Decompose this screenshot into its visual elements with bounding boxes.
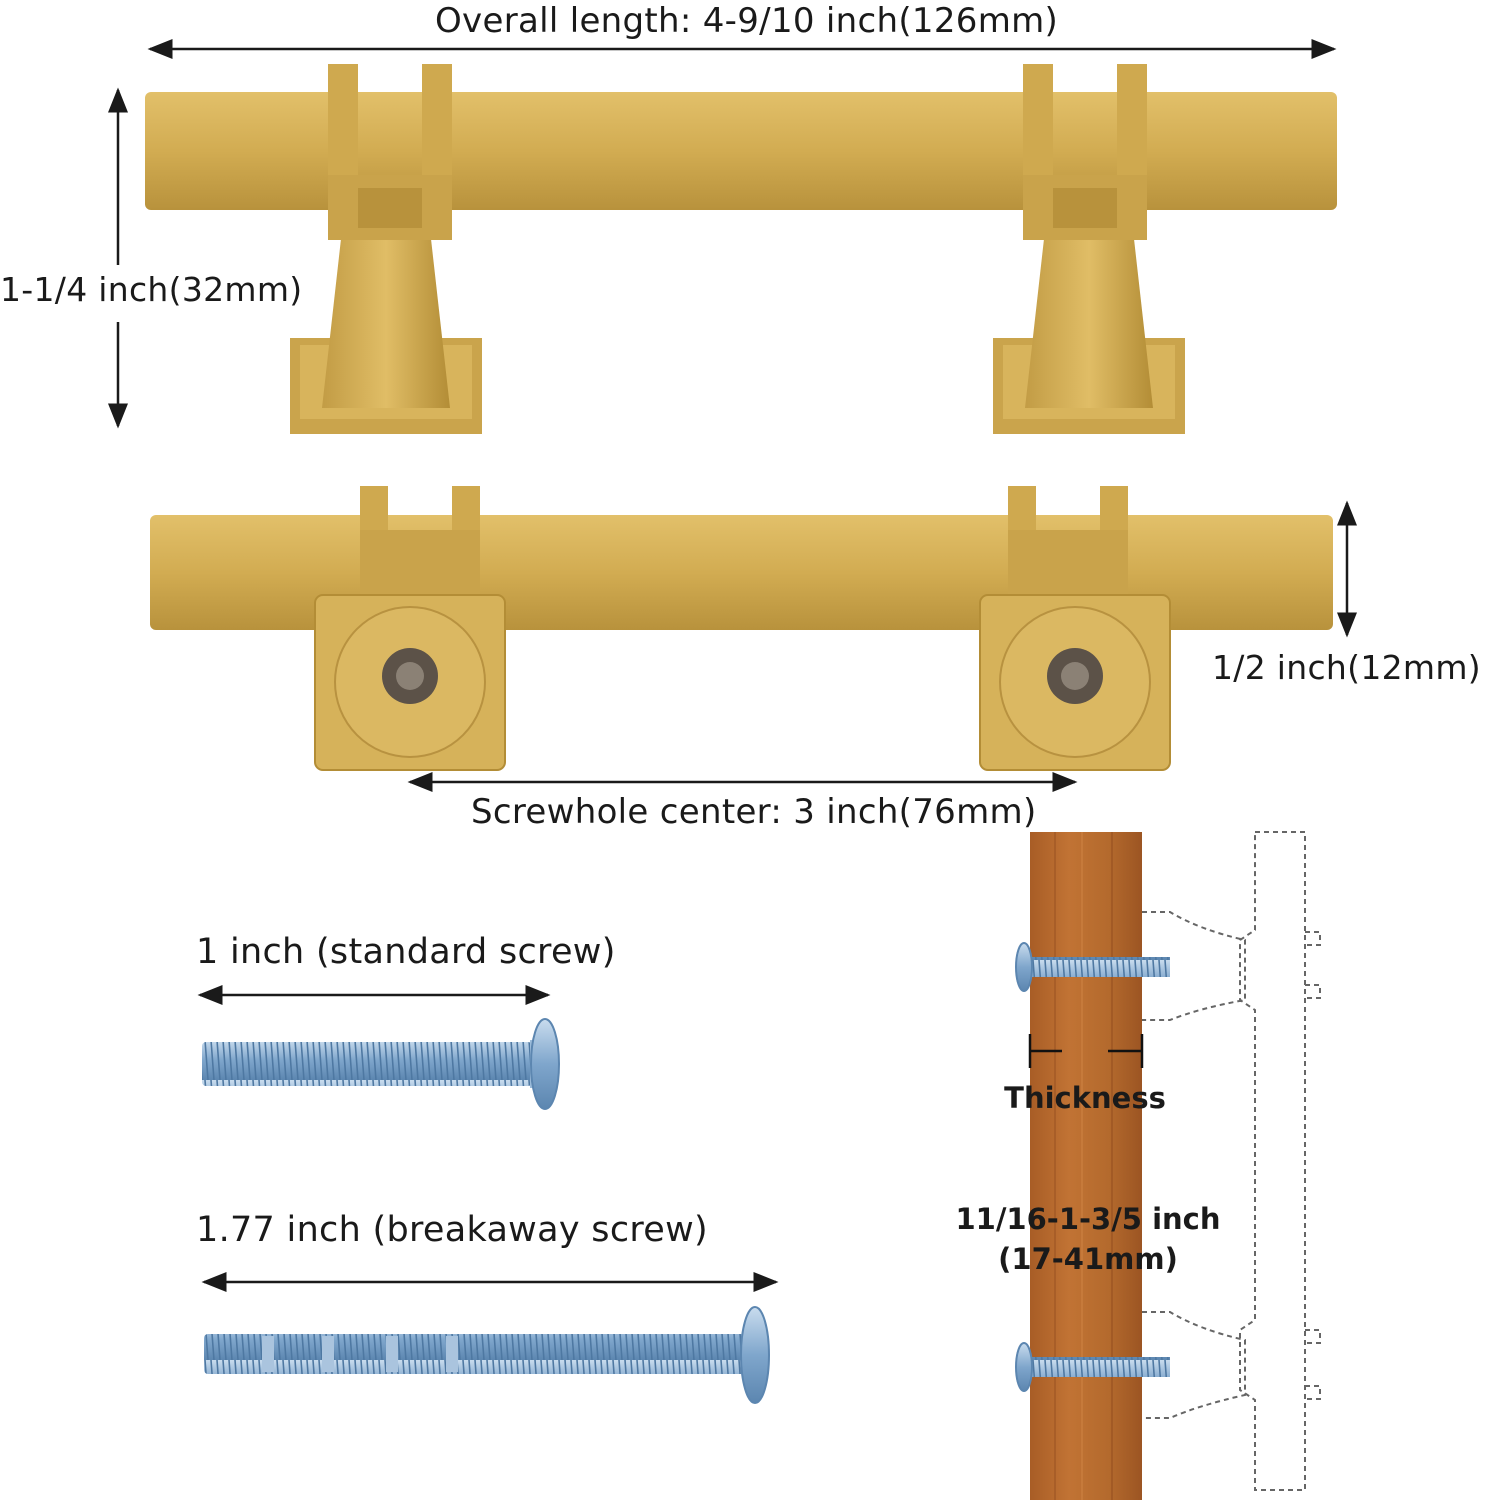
handle-back-view <box>150 486 1333 771</box>
standard-screw <box>202 1018 560 1110</box>
breakaway-screw <box>204 1306 770 1404</box>
dimension-arrows <box>108 39 1357 1292</box>
handle-front-view <box>145 64 1337 434</box>
handle-outline <box>1142 831 1321 1491</box>
installation-diagram <box>1015 831 1321 1500</box>
thickness-label: Thickness <box>1004 1081 1166 1115</box>
height-label: 1-1/4 inch(32mm) <box>0 270 303 309</box>
breakaway-screw-label: 1.77 inch (breakaway screw) <box>196 1210 709 1250</box>
screwhole-center-label: Screwhole center: 3 inch(76mm) <box>471 792 1037 832</box>
bar-thickness-label: 1/2 inch(12mm) <box>1212 648 1481 687</box>
overall-length-label: Overall length: 4-9/10 inch(126mm) <box>435 1 1059 41</box>
thickness-range-inch: 11/16-1-3/5 inch <box>955 1202 1221 1236</box>
thickness-range-mm: (17-41mm) <box>998 1242 1178 1276</box>
standard-screw-label: 1 inch (standard screw) <box>196 932 616 972</box>
